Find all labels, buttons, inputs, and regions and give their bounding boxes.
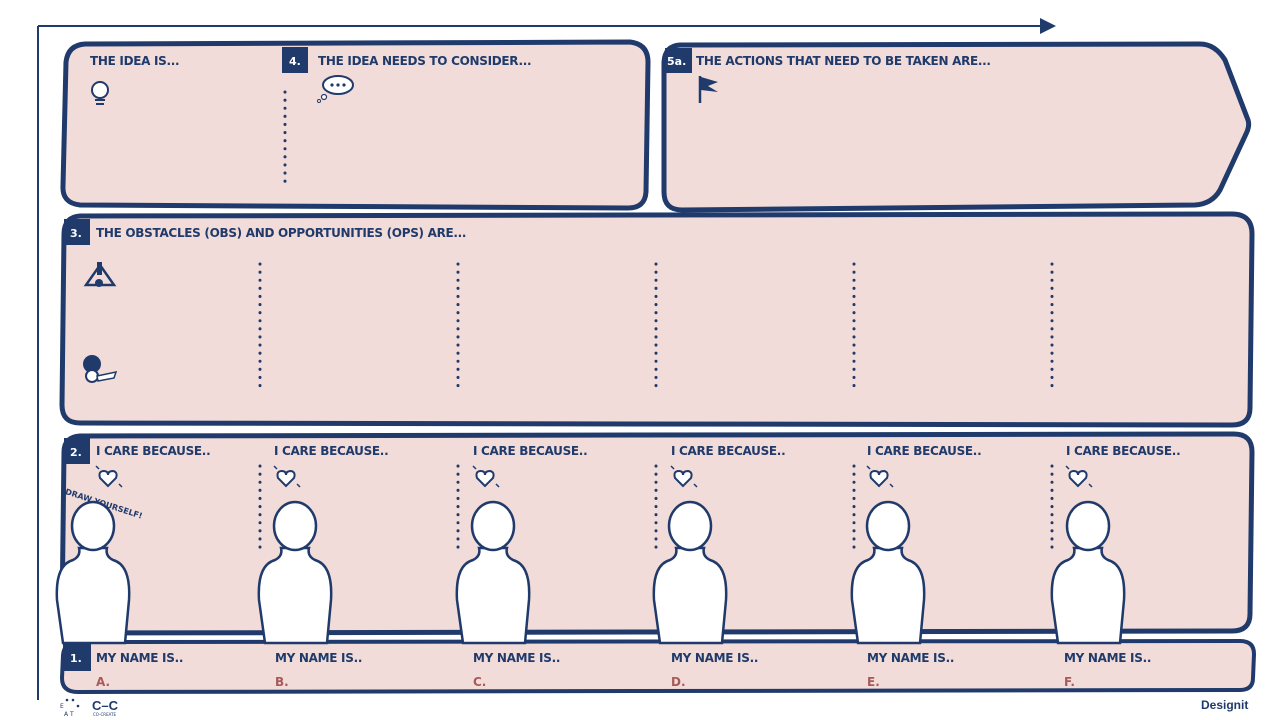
person-silhouette: [55, 500, 131, 645]
heart-icon: [95, 465, 123, 488]
care-label: I CARE BECAUSE..: [274, 444, 388, 458]
axis-lines: [37, 18, 1056, 700]
care-label: I CARE BECAUSE..: [867, 444, 981, 458]
person-silhouette: [1050, 500, 1126, 645]
names-panel: 1. MY NAME IS.. A. MY NAME IS.. B. MY NAME I…: [59, 638, 1257, 695]
actions-tag: [665, 48, 692, 73]
care-label: I CARE BECAUSE..: [1066, 444, 1180, 458]
care-tag-label: 2.: [70, 446, 82, 459]
lightbulb-icon: [91, 81, 109, 105]
key-icon: [83, 355, 118, 383]
name-letter[interactable]: C.: [473, 675, 486, 689]
names-tag-label: 1.: [70, 652, 82, 665]
person-silhouette: [652, 500, 728, 645]
people-figures: [55, 500, 1126, 645]
warning-icon: [83, 262, 117, 287]
heart-icon: [1065, 465, 1093, 488]
person-silhouette: [257, 500, 333, 645]
obstacles-tag-label: 3.: [70, 227, 82, 240]
person-silhouette: [455, 500, 531, 645]
heart-icon: [472, 465, 500, 488]
name-letter[interactable]: B.: [275, 675, 289, 689]
idea-panel: THE IDEA IS... 4. THE IDEA NEEDS TO CONS…: [60, 39, 651, 211]
svg-text:A T: A T: [64, 711, 74, 718]
svg-text:E: E: [60, 703, 64, 710]
idea-title: THE IDEA IS...: [90, 54, 179, 68]
heart-icon: [670, 465, 698, 488]
obstacles-tag: [64, 219, 90, 245]
care-tag: [64, 438, 90, 464]
flag-icon: [698, 76, 718, 103]
name-letter[interactable]: F.: [1064, 675, 1075, 689]
actions-panel: 5a. THE ACTIONS THAT NEED TO BE TAKEN AR…: [661, 41, 1252, 213]
designit-brand: Designit: [1201, 698, 1248, 712]
name-label: MY NAME IS..: [473, 651, 560, 665]
name-letter[interactable]: D.: [671, 675, 686, 689]
consider-tag-label: 4.: [289, 55, 301, 68]
name-label: MY NAME IS..: [671, 651, 758, 665]
care-label: I CARE BECAUSE..: [96, 444, 210, 458]
care-label: I CARE BECAUSE..: [671, 444, 785, 458]
obstacle-column-dividers: [258, 262, 1054, 394]
obstacles-panel: 3. THE OBSTACLES (OBS) AND OPPORTUNITIES…: [59, 211, 1255, 428]
names-tag: [63, 644, 91, 671]
name-label: MY NAME IS..: [1064, 651, 1151, 665]
thought-bubble-icon: [317, 75, 354, 103]
care-panel: 2. DRAW YOURSELF! I CARE BECAUSE..I CARE…: [59, 431, 1255, 636]
name-label: MY NAME IS..: [96, 651, 183, 665]
name-label: MY NAME IS..: [275, 651, 362, 665]
heart-icon: [866, 465, 894, 488]
care-label: I CARE BECAUSE..: [473, 444, 587, 458]
cocreate-sub: CO-CREATE: [93, 712, 116, 717]
name-label: MY NAME IS..: [867, 651, 954, 665]
name-letter[interactable]: A.: [96, 675, 110, 689]
actions-tag-label: 5a.: [667, 55, 686, 68]
cocreate-logo: C–C: [92, 698, 119, 713]
eat-logo: EA T: [60, 698, 80, 718]
name-letter[interactable]: E.: [867, 675, 880, 689]
person-silhouette: [850, 500, 926, 645]
consider-tag: [282, 47, 308, 73]
obstacles-title: THE OBSTACLES (OBS) AND OPPORTUNITIES (O…: [96, 226, 466, 240]
heart-icon: [273, 465, 301, 488]
consider-title: THE IDEA NEEDS TO CONSIDER...: [318, 54, 531, 68]
actions-title: THE ACTIONS THAT NEED TO BE TAKEN ARE...: [696, 54, 991, 68]
